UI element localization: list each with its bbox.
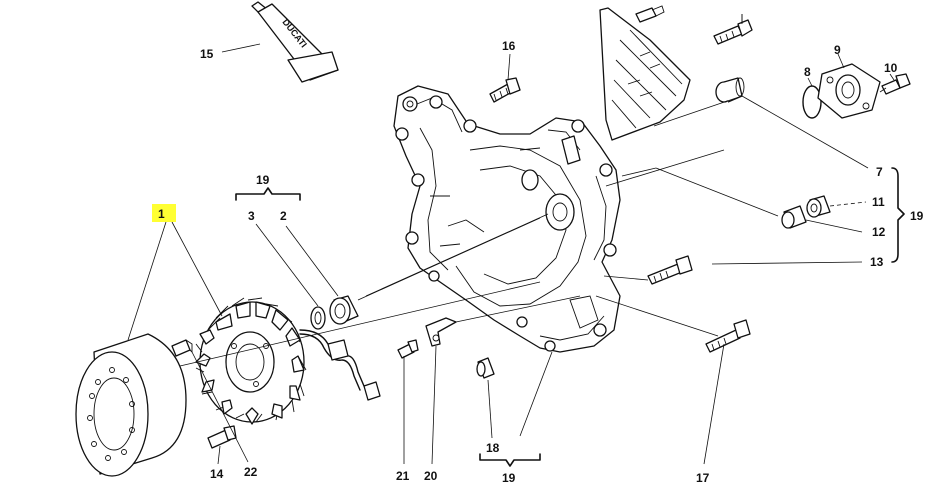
- callout-22[interactable]: 22: [244, 465, 258, 479]
- engine-side-cover: [393, 85, 621, 353]
- clamp-20: [425, 317, 457, 347]
- rotor-flywheel: [75, 333, 187, 477]
- cover-plate-top: [599, 7, 691, 141]
- bushing-11: [806, 195, 831, 218]
- screw-top-1: [635, 5, 665, 23]
- group-brace-top: [235, 187, 301, 201]
- callout-19-right[interactable]: 19: [910, 209, 924, 223]
- o-ring-8: [802, 85, 822, 119]
- callout-11[interactable]: 11: [872, 195, 885, 209]
- callout-21[interactable]: 21: [396, 469, 410, 483]
- bolt-13: [647, 255, 693, 285]
- callout-1[interactable]: 1: [158, 207, 165, 221]
- seal-ring-3: [310, 306, 326, 330]
- screw-10: [881, 73, 911, 95]
- callout-20[interactable]: 20: [424, 469, 438, 483]
- assembly-lines: [179, 87, 887, 367]
- screw-14: [207, 425, 237, 449]
- callout-8[interactable]: 8: [804, 65, 811, 79]
- callout-19-bottom[interactable]: 19: [502, 471, 516, 485]
- group-brace-right: [891, 167, 905, 263]
- callout-12[interactable]: 12: [872, 225, 886, 239]
- callout-14[interactable]: 14: [210, 467, 224, 481]
- callout-highlight: [152, 204, 176, 222]
- dowel-18: [476, 357, 495, 379]
- callout-18[interactable]: 18: [486, 441, 500, 455]
- callout-19-top[interactable]: 19: [256, 173, 270, 187]
- callout-labels: 1 2 3 7 8 9 10 11 12 13 14 15 16 17 18 1…: [158, 39, 924, 485]
- callout-3[interactable]: 3: [248, 209, 255, 223]
- stator: [195, 297, 307, 425]
- callout-17[interactable]: 17: [696, 471, 710, 485]
- screw-top-2: [713, 19, 753, 45]
- stator-cable: [299, 329, 381, 401]
- screw-16: [489, 77, 521, 103]
- callout-10[interactable]: 10: [884, 61, 898, 75]
- bushing-top: [715, 77, 745, 103]
- bushing-12: [781, 205, 807, 229]
- leader-lines: [127, 14, 895, 465]
- group-brace-bottom: [479, 453, 541, 467]
- bolt-17: [705, 319, 751, 353]
- callout-9[interactable]: 9: [834, 43, 841, 57]
- bearing-2: [329, 295, 359, 325]
- callout-15[interactable]: 15: [200, 47, 214, 61]
- callout-2[interactable]: 2: [280, 209, 287, 223]
- callout-16[interactable]: 16: [502, 39, 516, 53]
- callout-13[interactable]: 13: [870, 255, 884, 269]
- flange-9: [817, 63, 881, 119]
- sealant-tube: DUCATI: [251, 1, 339, 83]
- screw-22: [171, 339, 193, 357]
- callout-7[interactable]: 7: [876, 165, 883, 179]
- screw-21: [397, 339, 419, 359]
